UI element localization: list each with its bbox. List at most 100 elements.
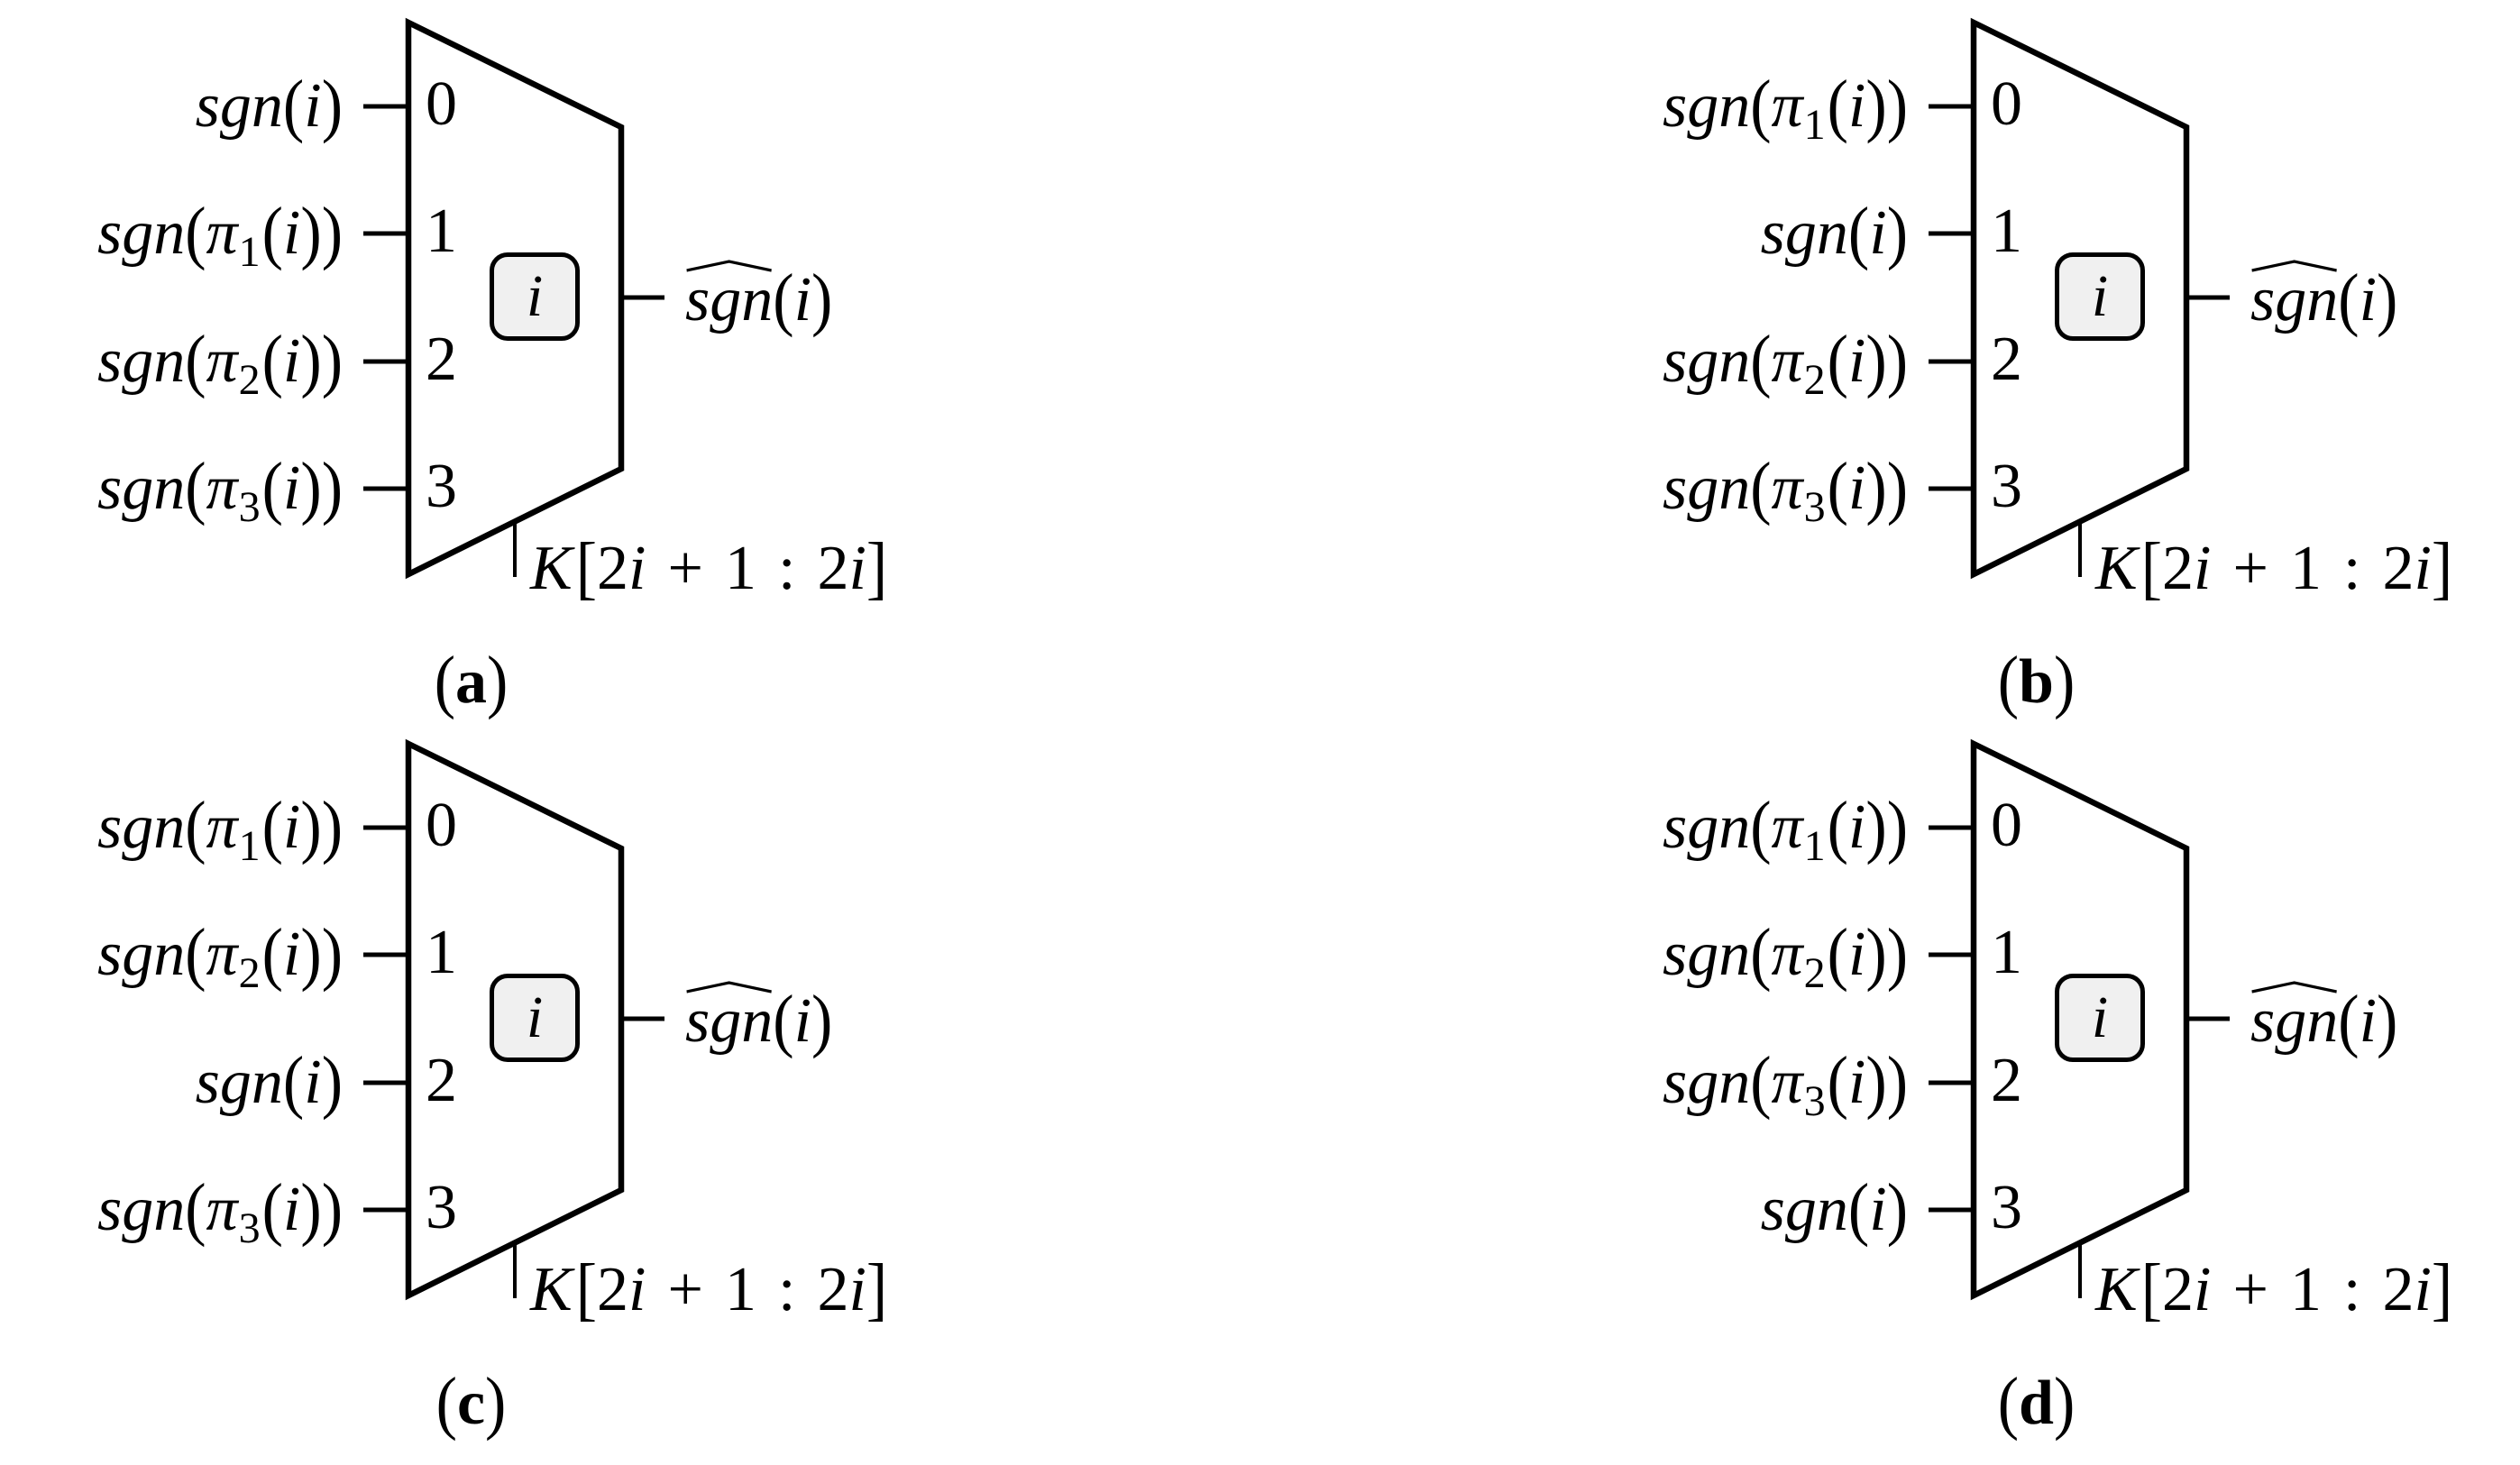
open-paren: ( — [185, 449, 206, 527]
index-var: i — [282, 792, 301, 862]
close-paren: ) — [300, 194, 322, 272]
open-paren: ( — [1750, 449, 1772, 527]
input-label-port-1: sgn(π2(i)) — [97, 914, 343, 997]
select-signal-label: K[2i + 1 : 2i] — [530, 1250, 888, 1329]
select-index-box: i — [2055, 974, 2145, 1062]
select-signal-label: K[2i + 1 : 2i] — [2095, 1250, 2453, 1329]
panel-caption: (c) — [435, 1364, 507, 1442]
panel-caption: (a) — [434, 643, 509, 721]
hat-accent-icon — [2251, 981, 2337, 993]
hat-accent-icon — [2251, 260, 2337, 272]
mux-trapezoid — [1970, 17, 2190, 580]
select-signal-label: K[2i + 1 : 2i] — [2095, 529, 2453, 608]
output-label: sgn(i) — [2250, 981, 2397, 1062]
sgn-hat-func: sgn — [685, 981, 773, 1062]
open-paren: ( — [185, 915, 206, 993]
sgn-func: sgn — [1662, 326, 1751, 396]
index-var: i — [304, 1048, 322, 1117]
close-paren: ) — [300, 449, 322, 527]
close-paren: ) — [321, 1170, 343, 1249]
input-label-port-3: sgn(π3(i)) — [96, 448, 343, 531]
close-paren: ) — [1886, 788, 1908, 866]
open-paren: ( — [185, 788, 206, 866]
close-paren: ) — [321, 915, 343, 993]
open-paren: ( — [1750, 915, 1772, 993]
pi-symbol: π — [206, 453, 238, 523]
port-number-2: 2 — [426, 1046, 457, 1115]
open-paren: ( — [1827, 449, 1848, 527]
select-var: K — [2095, 534, 2138, 603]
select-index-symbol: i — [526, 263, 544, 329]
select-index-symbol: i — [526, 984, 544, 1050]
index-var: i — [282, 198, 301, 268]
sgn-func: sgn — [195, 71, 283, 141]
close-paren: ) — [1886, 449, 1908, 527]
port-number-1: 1 — [1991, 197, 2022, 266]
panel-caption: (b) — [1997, 643, 2076, 721]
mux-trapezoid — [405, 738, 625, 1301]
open-paren: ( — [1750, 788, 1772, 866]
output-func: sgn — [2250, 265, 2339, 334]
close-paren: ) — [1886, 322, 1908, 400]
output-func: sgn — [685, 265, 774, 334]
sgn-func: sgn — [195, 1048, 283, 1117]
open-paren: ( — [261, 915, 283, 993]
sgn-func: sgn — [1760, 1175, 1848, 1244]
index-var: i — [1869, 198, 1887, 268]
open-paren: ( — [1847, 1170, 1870, 1249]
port-number-0: 0 — [426, 69, 457, 139]
perm-subscript: 3 — [1803, 483, 1826, 531]
input-label-port-0: sgn(π1(i)) — [1662, 66, 1908, 149]
sgn-func: sgn — [1662, 1048, 1751, 1117]
pi-symbol: π — [1771, 453, 1803, 523]
input-label-port-1: sgn(π1(i)) — [97, 193, 343, 276]
open-paren: ( — [1827, 915, 1848, 993]
select-range: 2i + 1 : 2i — [597, 534, 866, 603]
close-paren: ) — [1865, 788, 1887, 866]
index-var: i — [1847, 326, 1866, 396]
input-label-port-0: sgn(i) — [196, 66, 343, 147]
sgn-func: sgn — [1662, 71, 1751, 141]
pi-symbol: π — [206, 1175, 238, 1244]
output-func: sgn — [685, 986, 774, 1056]
index-var: i — [282, 920, 301, 989]
mux-trapezoid-shape — [363, 17, 664, 580]
open-paren: ( — [261, 449, 283, 527]
hat-accent-icon — [686, 260, 772, 272]
close-paren: ) — [1865, 449, 1887, 527]
output-arg: i — [2359, 265, 2378, 334]
close-paren: ) — [300, 322, 322, 400]
port-number-3: 3 — [1991, 452, 2022, 521]
close-paren: ) — [1865, 322, 1887, 400]
sgn-func: sgn — [96, 326, 186, 396]
perm-subscript: 2 — [238, 949, 261, 997]
select-range: 2i + 1 : 2i — [2162, 534, 2432, 603]
open-paren: ( — [1827, 1043, 1848, 1122]
perm-subscript: 2 — [1803, 356, 1826, 404]
mux-trapezoid-shape — [1929, 17, 2230, 580]
open-paren: ( — [185, 322, 206, 400]
input-label-port-2: sgn(π2(i)) — [1662, 321, 1908, 404]
open-paren: ( — [1827, 788, 1848, 866]
perm-subscript: 3 — [238, 483, 261, 531]
select-index-box: i — [2055, 252, 2145, 341]
close-paren: ) — [321, 449, 343, 527]
sgn-func: sgn — [96, 453, 186, 523]
sgn-func: sgn — [1662, 920, 1751, 989]
caption-letter: c — [456, 1369, 486, 1438]
port-number-1: 1 — [1991, 918, 2022, 987]
input-label-port-2: sgn(π2(i)) — [96, 321, 343, 404]
perm-subscript: 1 — [238, 822, 261, 870]
open-paren: ( — [185, 194, 206, 272]
select-index-symbol: i — [2091, 984, 2109, 1050]
close-paren: ) — [1886, 1043, 1908, 1122]
open-paren: ( — [185, 1170, 206, 1249]
perm-subscript: 1 — [1803, 101, 1826, 149]
index-var: i — [1869, 1175, 1887, 1244]
pi-symbol: π — [1771, 920, 1803, 989]
input-label-port-1: sgn(i) — [1761, 193, 1908, 274]
port-number-2: 2 — [1991, 1046, 2022, 1115]
close-paren: ) — [300, 1170, 322, 1249]
